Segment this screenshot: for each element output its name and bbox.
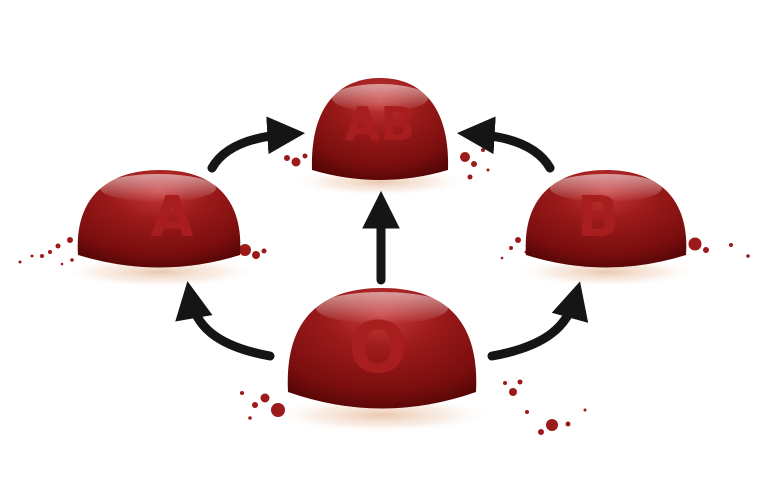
shadow-a <box>62 256 258 288</box>
drop-o-label: O <box>348 307 408 389</box>
shadow-b <box>514 257 698 287</box>
arrow-o-to-b <box>487 281 589 361</box>
drop-a-label: A <box>150 185 194 250</box>
arrow-a-to-ab <box>207 116 306 173</box>
splatter-droplets <box>18 148 750 435</box>
drop-shadows <box>62 168 698 433</box>
drop-ab-label: AB <box>345 97 416 151</box>
drop-b: B <box>525 170 687 268</box>
drop-o: O <box>287 288 477 409</box>
drop-a: A <box>77 170 241 268</box>
arrows <box>175 116 589 361</box>
drop-ab: AB <box>311 78 449 180</box>
drop-b-label: B <box>577 185 620 250</box>
arrow-b-to-ab <box>456 116 555 173</box>
shadow-o <box>272 397 492 433</box>
arrow-o-to-a <box>175 281 275 361</box>
